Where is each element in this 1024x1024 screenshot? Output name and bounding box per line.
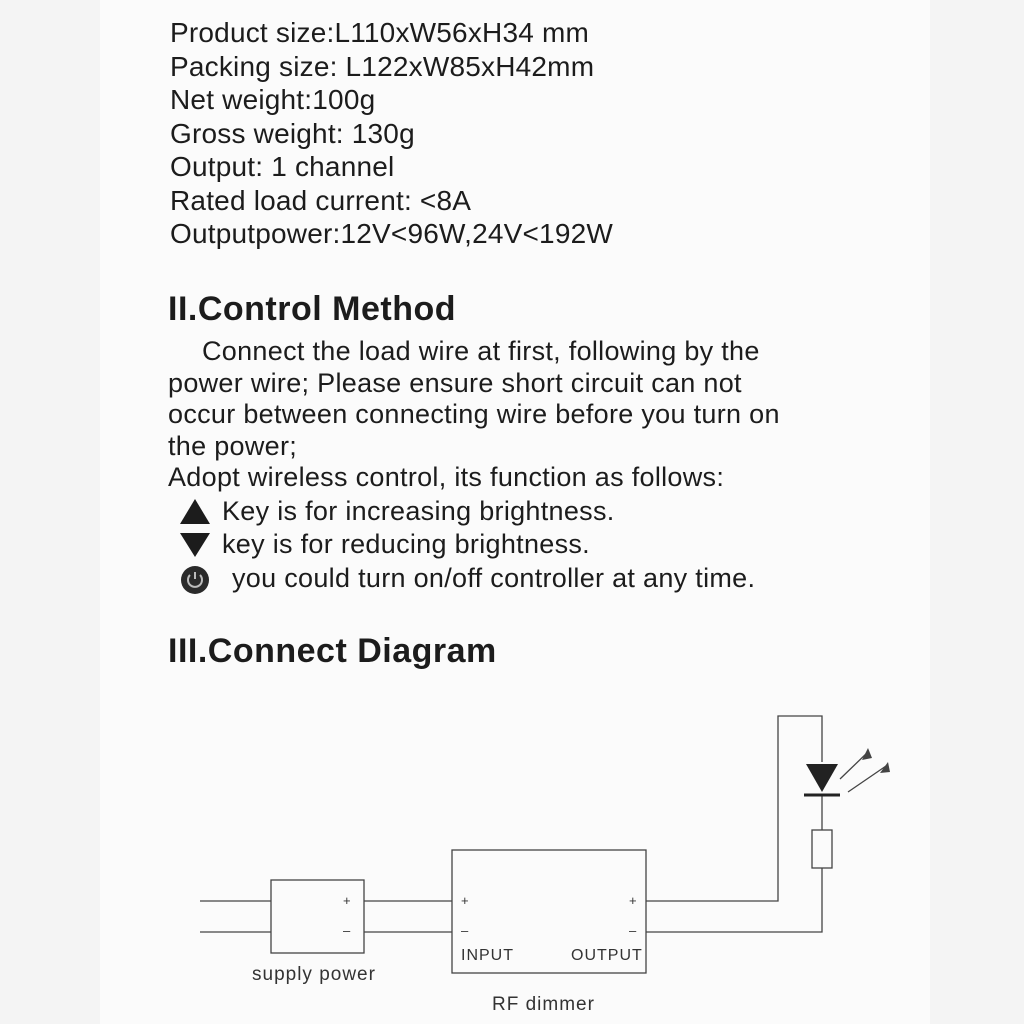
instruction-line: Connect the load wire at first, followin… [202, 336, 760, 366]
key-up-row: Key is for increasing brightness. [178, 496, 615, 527]
instruction-line: the power; [168, 430, 298, 461]
spec-net-weight: Net weight:100g [170, 84, 376, 115]
key-up-text: Key is for increasing brightness. [222, 496, 615, 526]
led-symbol [804, 748, 890, 797]
input-label: INPUT [461, 947, 514, 964]
output-label: OUTPUT [571, 947, 643, 964]
spec-packing-size: Packing size: L122xW85xH42mm [170, 50, 595, 82]
connect-diagram-heading: III.Connect Diagram [168, 632, 497, 670]
spec-rated-current: Rated load current: <8A [170, 184, 472, 216]
input-minus-label: – [461, 923, 469, 938]
spec-output-power: Outputpower:12V<96W,24V<192W [170, 218, 613, 249]
supply-power-label: supply power [252, 964, 376, 985]
control-method-heading: II.Control Method [168, 290, 457, 328]
input-plus-label: + [461, 893, 469, 908]
key-power-text: you could turn on/off controller at any … [232, 563, 756, 593]
rf-dimmer-label: RF dimmer [492, 994, 595, 1015]
supply-plus-label: + [343, 893, 351, 908]
instruction-line: occur between connecting wire before you… [168, 399, 780, 429]
down-triangle-icon [180, 532, 210, 557]
instruction-line: power wire; Please ensure short circuit … [168, 367, 742, 398]
spec-output: Output: 1 channel [170, 151, 395, 182]
output-plus-label: + [629, 893, 637, 908]
rf-dimmer-box [451, 849, 647, 974]
key-down-text: key is for reducing brightness. [222, 529, 590, 559]
adopt-line: Adopt wireless control, its function as … [168, 462, 725, 492]
supply-minus-label: – [343, 923, 351, 938]
output-minus-label: – [629, 923, 637, 938]
control-method-text: Connect the load wire at first, followin… [168, 336, 888, 494]
spec-gross-weight: Gross weight: 130g [170, 117, 415, 149]
power-button-icon [181, 565, 209, 594]
key-power-row: you could turn on/off controller at any … [178, 563, 755, 594]
spec-list: Product size:L110xW56xH34 mm Packing siz… [170, 16, 613, 251]
manual-page [100, 0, 930, 1024]
key-down-row: key is for reducing brightness. [178, 529, 590, 560]
spec-product-size: Product size:L110xW56xH34 mm [170, 17, 590, 48]
supply-power-box [270, 879, 365, 954]
up-triangle-icon [180, 498, 210, 524]
resistor-symbol [811, 829, 833, 869]
